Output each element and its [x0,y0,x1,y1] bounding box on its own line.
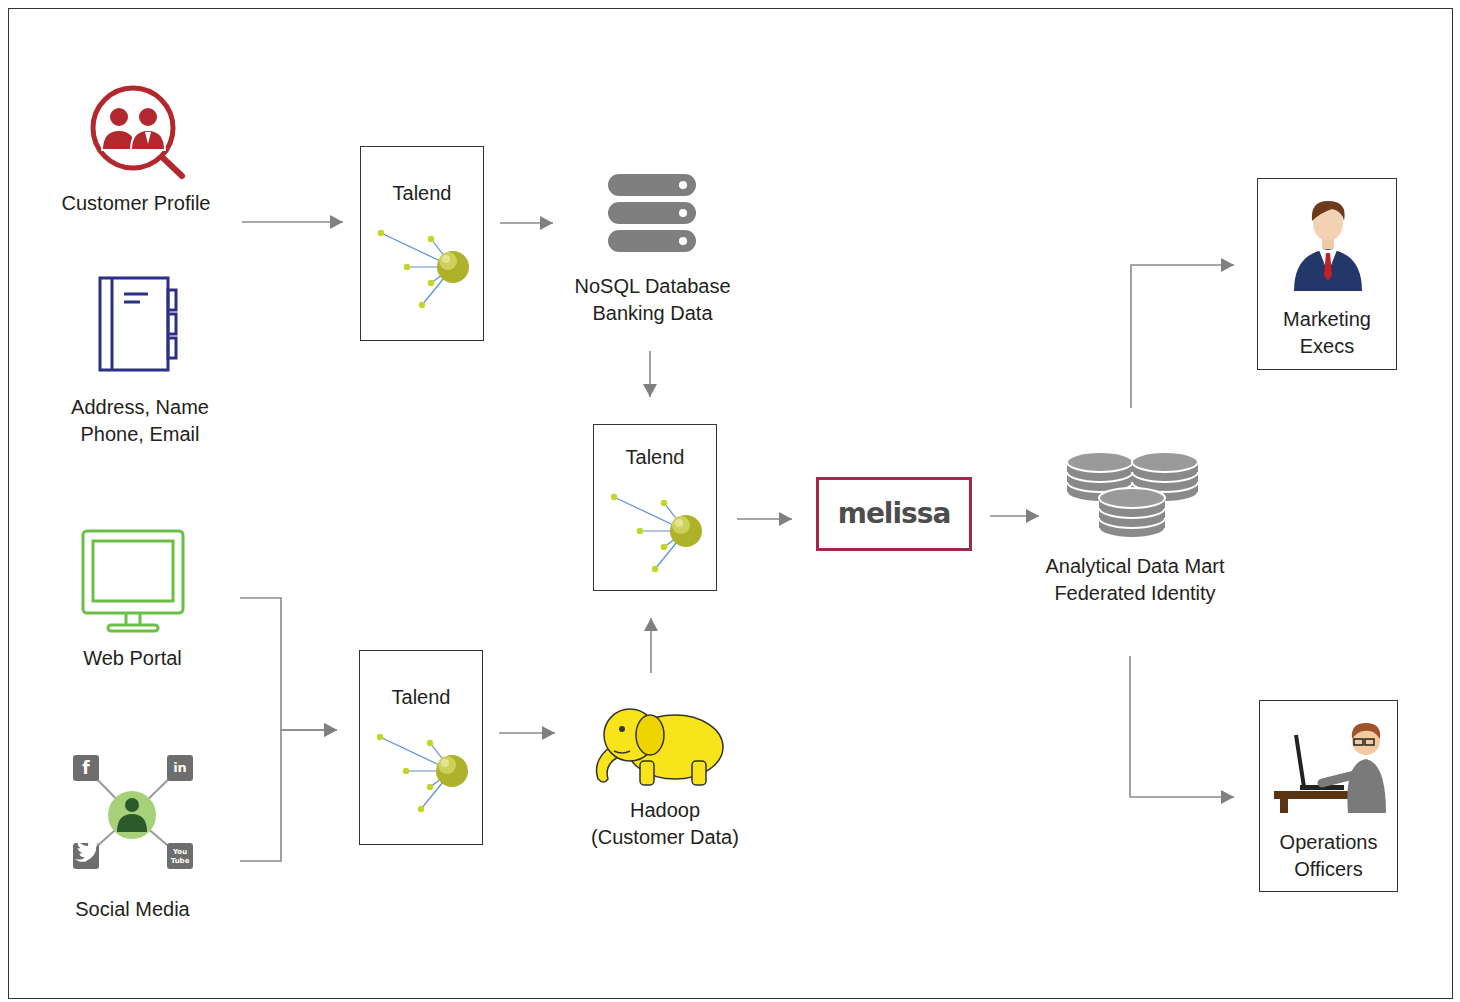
talend-box: Talend [360,146,484,341]
contact-icon-graphic [40,270,240,445]
flow-arrow [240,598,337,730]
web-portal-icon: Web Portal [50,525,215,678]
text-block: Talend [360,684,482,711]
data-mart-icon-graphic [1035,440,1235,605]
node-label: Analytical Data Mart Federated Identity [1041,553,1229,607]
node-label: Talend [626,444,685,471]
talend-box: Talend [593,424,717,591]
text-block: Social Media [50,896,215,923]
text-block: Operations Officers [1260,829,1397,883]
flow-arrow [1130,656,1234,797]
social-media-icon-graphic [50,748,215,922]
logo-text: in [167,755,193,781]
database-icon: NoSQL Database Banking Data [555,165,750,333]
node-label: Operations Officers [1266,829,1391,883]
text-block: Customer Profile [40,190,232,217]
customer-profile-icon: Customer Profile [40,80,232,223]
text-block: Web Portal [50,645,215,672]
talend-box-graphic [361,147,485,342]
node-label: Talend [392,684,451,711]
melissa-box: melissa [816,477,972,551]
contact-icon: Address, Name Phone, Email [40,270,240,454]
text-block: NoSQL Database Banking Data [555,273,750,327]
node-label: Marketing Execs [1266,306,1388,360]
flow-arrow [1131,265,1234,408]
node-label: Customer Profile [62,190,211,217]
database-icon-graphic [555,165,750,325]
text-block: Analytical Data Mart Federated Identity [1035,553,1235,607]
node-label: Address, Name Phone, Email [55,394,225,448]
flow-arrow [650,618,652,673]
talend-box-graphic [360,651,484,846]
node-label: NoSQL Database Banking Data [563,273,743,327]
text-block: Address, Name Phone, Email [40,394,240,448]
text-block: Talend [361,180,483,207]
data-mart-icon: Analytical Data Mart Federated Identity [1035,440,1235,613]
text-block: Marketing Execs [1258,306,1396,360]
role-box: Marketing Execs [1257,178,1397,370]
social-media-icon: Social Media [50,748,215,929]
flow-arrow [500,222,553,224]
flow-arrow [499,732,555,734]
logo-text: You Tube [167,844,193,870]
text-block: melissa [819,497,969,531]
node-label: Talend [393,180,452,207]
brand-name: melissa [838,497,951,531]
flow-arrow [240,730,337,861]
talend-box: Talend [359,650,483,845]
hadoop-icon: Hadoop (Customer Data) [570,695,760,857]
text-block: Hadoop (Customer Data) [570,797,760,851]
flow-arrow [737,518,792,520]
logo-text: f [73,755,99,781]
node-label: Social Media [75,896,190,923]
text-block: Talend [594,444,716,471]
flow-arrow [649,351,651,397]
node-label: Web Portal [83,645,182,672]
node-label: Hadoop (Customer Data) [588,797,743,851]
role-box: Operations Officers [1259,700,1398,892]
flow-arrow [990,515,1039,517]
flow-arrow [242,221,343,223]
outer-border [9,9,1453,999]
